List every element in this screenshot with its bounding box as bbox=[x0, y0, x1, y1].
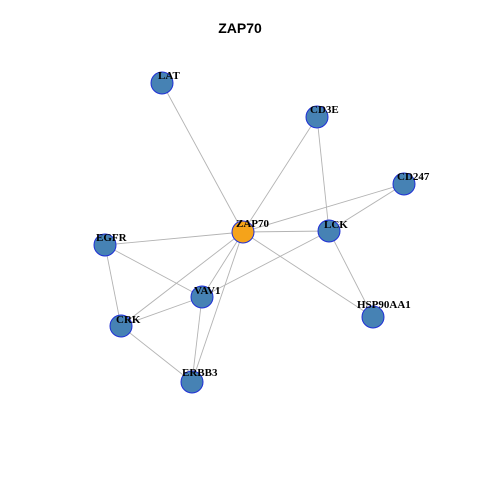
edge-zap70-erbb3 bbox=[191, 231, 244, 383]
edge-zap70-cd247 bbox=[242, 183, 405, 233]
node-lat: LAT bbox=[150, 70, 180, 95]
edge-egfr-vav1 bbox=[104, 244, 203, 298]
node-cd3e: CD3E bbox=[305, 104, 339, 129]
edge-zap70-hsp90aa1 bbox=[242, 231, 374, 318]
node-label-hsp90aa1: HSP90AA1 bbox=[357, 299, 411, 311]
edge-cd247-lck bbox=[328, 183, 405, 232]
node-label-zap70: ZAP70 bbox=[236, 218, 270, 230]
node-erbb3: ERBB3 bbox=[180, 367, 218, 394]
node-egfr: EGFR bbox=[93, 232, 128, 257]
edge-zap70-cd3e bbox=[242, 116, 318, 233]
edge-lck-hsp90aa1 bbox=[328, 230, 374, 318]
node-label-lck: LCK bbox=[324, 219, 348, 231]
node-label-erbb3: ERBB3 bbox=[182, 367, 218, 379]
node-circle-lck bbox=[317, 219, 341, 243]
node-label-crk: CRK bbox=[116, 314, 141, 326]
node-label-cd3e: CD3E bbox=[310, 104, 339, 116]
edge-cd3e-lck bbox=[316, 116, 330, 232]
node-circle-erbb3 bbox=[180, 370, 204, 394]
node-crk: CRK bbox=[109, 314, 141, 338]
edge-layer bbox=[104, 82, 405, 383]
edge-vav1-erbb3 bbox=[191, 296, 203, 383]
node-circle-lat bbox=[150, 71, 174, 95]
edge-zap70-lat bbox=[161, 82, 244, 233]
edge-zap70-crk bbox=[120, 231, 244, 327]
edge-lck-vav1 bbox=[201, 230, 330, 298]
node-label-lat: LAT bbox=[158, 70, 180, 82]
edge-zap70-lck bbox=[242, 230, 330, 233]
node-cd247: CD247 bbox=[392, 171, 430, 196]
node-label-cd247: CD247 bbox=[397, 171, 430, 183]
edge-crk-erbb3 bbox=[120, 325, 193, 383]
node-circle-zap70 bbox=[231, 220, 255, 244]
graph-title: ZAP70 bbox=[218, 20, 262, 36]
node-lck: LCK bbox=[317, 219, 348, 243]
node-vav1: VAV1 bbox=[190, 285, 221, 309]
node-circle-cd247 bbox=[392, 172, 416, 196]
node-circle-crk bbox=[109, 314, 133, 338]
node-hsp90aa1: HSP90AA1 bbox=[357, 299, 411, 329]
node-circle-cd3e bbox=[305, 105, 329, 129]
edge-egfr-crk bbox=[104, 244, 122, 327]
node-circle-vav1 bbox=[190, 285, 214, 309]
edge-vav1-crk bbox=[120, 296, 203, 327]
edge-zap70-vav1 bbox=[201, 231, 244, 298]
edge-zap70-egfr bbox=[104, 231, 244, 246]
node-circle-egfr bbox=[93, 233, 117, 257]
node-zap70: ZAP70 bbox=[231, 218, 270, 244]
node-circle-hsp90aa1 bbox=[361, 305, 385, 329]
node-label-vav1: VAV1 bbox=[194, 285, 221, 297]
node-label-egfr: EGFR bbox=[96, 232, 128, 244]
